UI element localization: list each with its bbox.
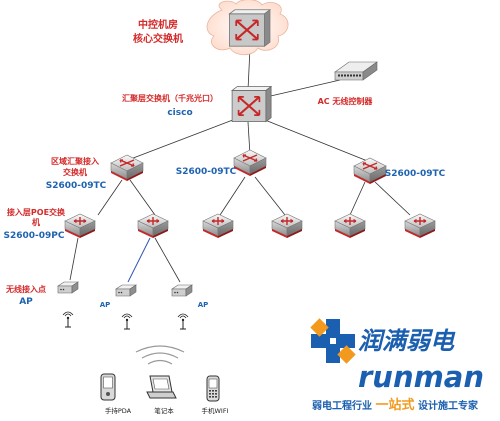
laptop-icon [146,375,177,399]
core-switch-icon [228,8,272,48]
link-regional-to-poe-1 [97,179,123,216]
aggregation-2-model: S2600-09TC [176,167,237,177]
ap-2-label: AP [100,301,111,309]
regional-model: S2600-09TC [46,181,107,191]
regional-aggregation-switch-icon [110,154,144,182]
pda-icon [100,373,116,401]
regional-label-line1: 区域汇聚接入 [51,156,99,166]
link-switch2-to-access-1 [219,176,246,216]
access-switch-5-icon [334,213,366,239]
slogan-part2: 设计施工专家 [418,399,479,412]
wireless-ap-label-line1: 无线接入点 [5,284,46,294]
runman-logo-icon [310,318,356,364]
poe-access-switch-2-icon [137,213,169,239]
ac-controller-icon [334,61,378,81]
link-switch3-to-access-1 [349,181,366,216]
device-label-laptop: 笔记本 [154,406,174,415]
link-poe-to-ap-3 [154,237,181,283]
access-switch-6-icon [404,213,436,239]
mobile-phone-icon [206,375,220,402]
link-aggregation-to-regional [127,117,239,161]
ap-1-antenna-icon [62,311,74,328]
ap-1-icon [57,281,79,294]
aggregation-switch-2-icon [233,149,267,177]
poe-model: S2600-09PC [4,231,65,241]
link-regional-to-poe-2 [129,179,156,216]
slogan-highlight: 一站式 [375,397,414,413]
core-cloud [206,0,289,56]
link-switch3-to-access-2 [374,181,411,216]
aggregation-3-model: S2600-09TC [385,169,446,179]
brand-slogan: 弱电工程行业 一站式 设计施工专家 [312,397,479,413]
link-poe-to-ap-1 [69,237,79,281]
poe-label-line2: 机 [32,217,40,227]
core-label-line1: 中控机房 [138,18,178,31]
device-label-pda: 手持PDA [105,406,132,415]
device-label-phone: 手机WIFI [202,406,229,415]
ap-3-icon [171,284,193,297]
link-lines [69,47,411,283]
aggregation-label: 汇聚层交换机（千兆光口） [122,93,218,103]
brand-cn-name: 润满弱电 [358,327,456,355]
core-label-line2: 核心交换机 [133,32,183,45]
ap-3-antenna-icon [177,313,189,330]
ap-2-icon [115,284,137,297]
brand-en-name: runman [358,360,484,394]
link-switch2-to-access-2 [254,176,286,216]
wifi-waves-icon [135,345,185,365]
link-aggregation-to-switch-3 [259,117,371,163]
access-switch-3-icon [202,213,234,239]
aggregation-switch-icon [230,85,273,123]
link-core-to-aggregation [247,47,251,91]
wireless-ap-label-line2: AP [19,297,33,307]
link-aggregation-to-switch-2 [247,121,251,156]
aggregation-brand: cisco [167,108,192,118]
link-poe-to-ap-2 [127,237,151,283]
aggregation-switch-3-icon [353,157,387,185]
poe-label-line1: 接入层POE交换 [7,207,66,217]
ap-2-antenna-icon [121,313,133,330]
link-aggregation-to-ac [261,79,341,99]
slogan-part1: 弱电工程行业 [312,399,372,412]
poe-access-switch-1-icon [64,213,96,239]
ac-controller-label: AC 无线控制器 [318,96,374,106]
regional-label-line2: 交换机 [63,167,87,177]
access-switch-4-icon [271,213,303,239]
ap-3-label: AP [198,301,209,309]
